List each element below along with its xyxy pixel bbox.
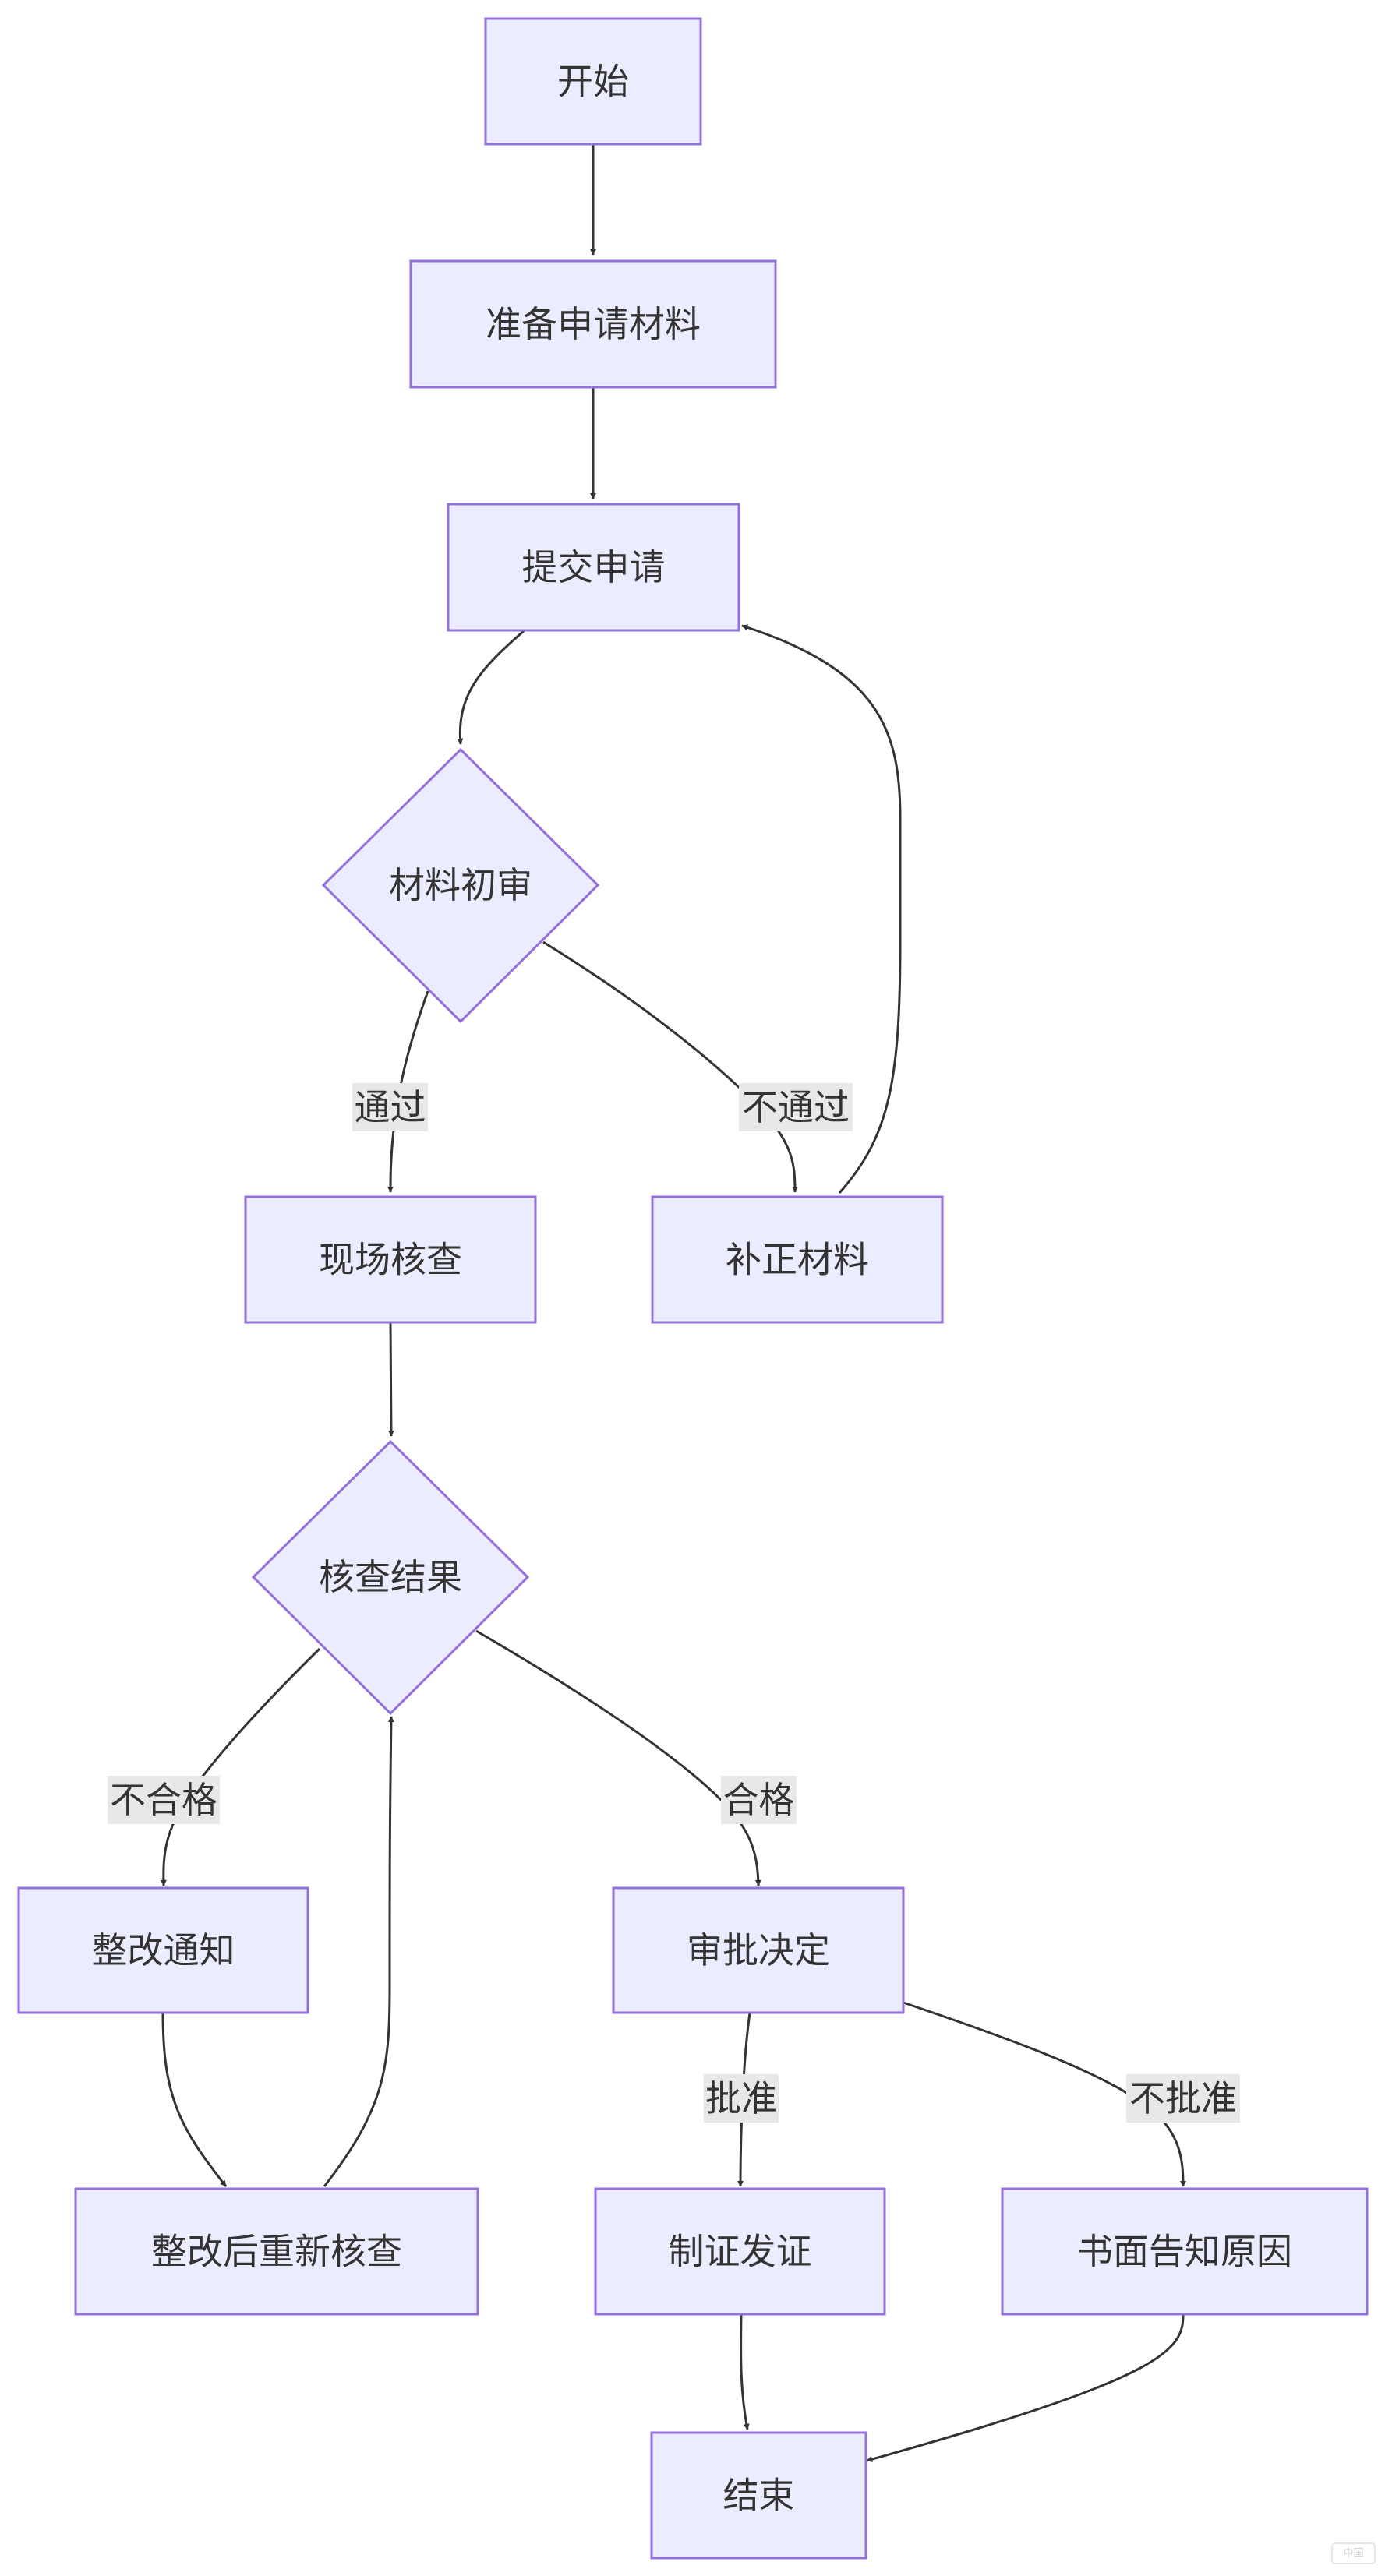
- node-box: [409, 259, 777, 389]
- node-check-result: 核查结果: [251, 1439, 530, 1716]
- node-onsite: 现场核查: [244, 1195, 537, 1324]
- node-label: 补正材料: [726, 1239, 869, 1281]
- edge-label-checkresult-rectify: 不合格: [108, 1776, 220, 1824]
- edge-label-text: 合格: [723, 1779, 795, 1821]
- node-box: [447, 503, 740, 632]
- edge-labels: 通过 不通过 不合格 合格 批准 不批准: [108, 1083, 1240, 2123]
- edge-label-background: [1126, 2074, 1240, 2123]
- node-rectify-notice: 整改通知: [17, 1886, 309, 2014]
- edge-checkresult-rectify: [160, 1647, 321, 1886]
- edge-label-approval-certificate: 批准: [704, 2074, 779, 2123]
- edge-label-approval-writtennotice: 不批准: [1126, 2074, 1240, 2123]
- edge-label-checkresult-approval: 合格: [721, 1776, 797, 1824]
- node-label: 审批决定: [687, 1929, 830, 1971]
- edge-label-background: [721, 1776, 797, 1824]
- node-box: [244, 1195, 537, 1324]
- node-label: 制证发证: [669, 2231, 812, 2273]
- edge-writtennotice-end: [866, 2313, 1185, 2462]
- edge-label-background: [704, 2074, 779, 2123]
- node-box: [484, 17, 702, 146]
- node-box: [74, 2187, 479, 2316]
- node-label: 整改后重新核查: [151, 2231, 402, 2273]
- node-box: [1001, 2187, 1369, 2316]
- edge-label-text: 通过: [355, 1086, 426, 1128]
- node-box: [594, 2187, 886, 2316]
- edge-checkresult-approval: [475, 1629, 761, 1886]
- node-label: 准备申请材料: [486, 303, 701, 345]
- edge-approval-writtennotice: [903, 2001, 1186, 2187]
- node-label: 开始: [557, 61, 629, 103]
- node-label: 核查结果: [319, 1556, 462, 1598]
- watermark-box: [1331, 2542, 1376, 2564]
- node-approval: 审批决定: [612, 1886, 905, 2014]
- node-prepare: 准备申请材料: [409, 259, 777, 389]
- watermark-text: 中国: [1343, 2548, 1363, 2560]
- edge-label-text: 不批准: [1129, 2077, 1237, 2119]
- edges: [160, 144, 1186, 2462]
- edge-recheck-checkresult: [323, 1716, 394, 2187]
- edge-label-review-onsite: 通过: [352, 1083, 428, 1131]
- edge-review-supplement: [542, 940, 798, 1193]
- watermark: 中国: [1331, 2542, 1376, 2564]
- node-label: 书面告知原因: [1077, 2231, 1292, 2273]
- node-box: [17, 1886, 309, 2014]
- node-label: 整改通知: [92, 1929, 235, 1971]
- edge-supplement-submit: [741, 624, 902, 1194]
- node-end: 结束: [650, 2431, 867, 2560]
- edge-label-background: [352, 1083, 428, 1131]
- node-written-notice: 书面告知原因: [1001, 2187, 1369, 2316]
- edge-label-background: [108, 1776, 220, 1824]
- edge-label-text: 不合格: [110, 1779, 217, 1821]
- nodes: 开始 准备申请材料 提交申请 材料初审 现场核查 补正材料 核查结果: [17, 17, 1369, 2560]
- node-label: 现场核查: [319, 1239, 462, 1281]
- node-box: [650, 2431, 867, 2560]
- node-start: 开始: [484, 17, 702, 146]
- node-submit: 提交申请: [447, 503, 740, 632]
- node-review: 材料初审: [321, 747, 600, 1024]
- edge-rectify-recheck: [161, 2012, 228, 2187]
- edge-label-text: 批准: [705, 2077, 777, 2119]
- node-box: [651, 1195, 944, 1324]
- edge-review-onsite: [387, 990, 429, 1193]
- node-label: 材料初审: [389, 864, 532, 906]
- node-diamond: [321, 747, 600, 1024]
- edge-label-review-supplement: 不通过: [739, 1083, 853, 1131]
- edge-label-background: [739, 1083, 853, 1131]
- node-label: 结束: [723, 2475, 795, 2517]
- node-supplement: 补正材料: [651, 1195, 944, 1324]
- node-box: [612, 1886, 905, 2014]
- node-recheck: 整改后重新核查: [74, 2187, 479, 2316]
- node-diamond: [251, 1439, 530, 1716]
- node-certificate: 制证发证: [594, 2187, 886, 2316]
- edge-label-text: 不通过: [742, 1086, 850, 1128]
- node-label: 提交申请: [522, 546, 666, 588]
- edge-certificate-end: [740, 2313, 750, 2430]
- edge-submit-review: [457, 629, 525, 745]
- edge-onsite-checkresult: [387, 1322, 394, 1437]
